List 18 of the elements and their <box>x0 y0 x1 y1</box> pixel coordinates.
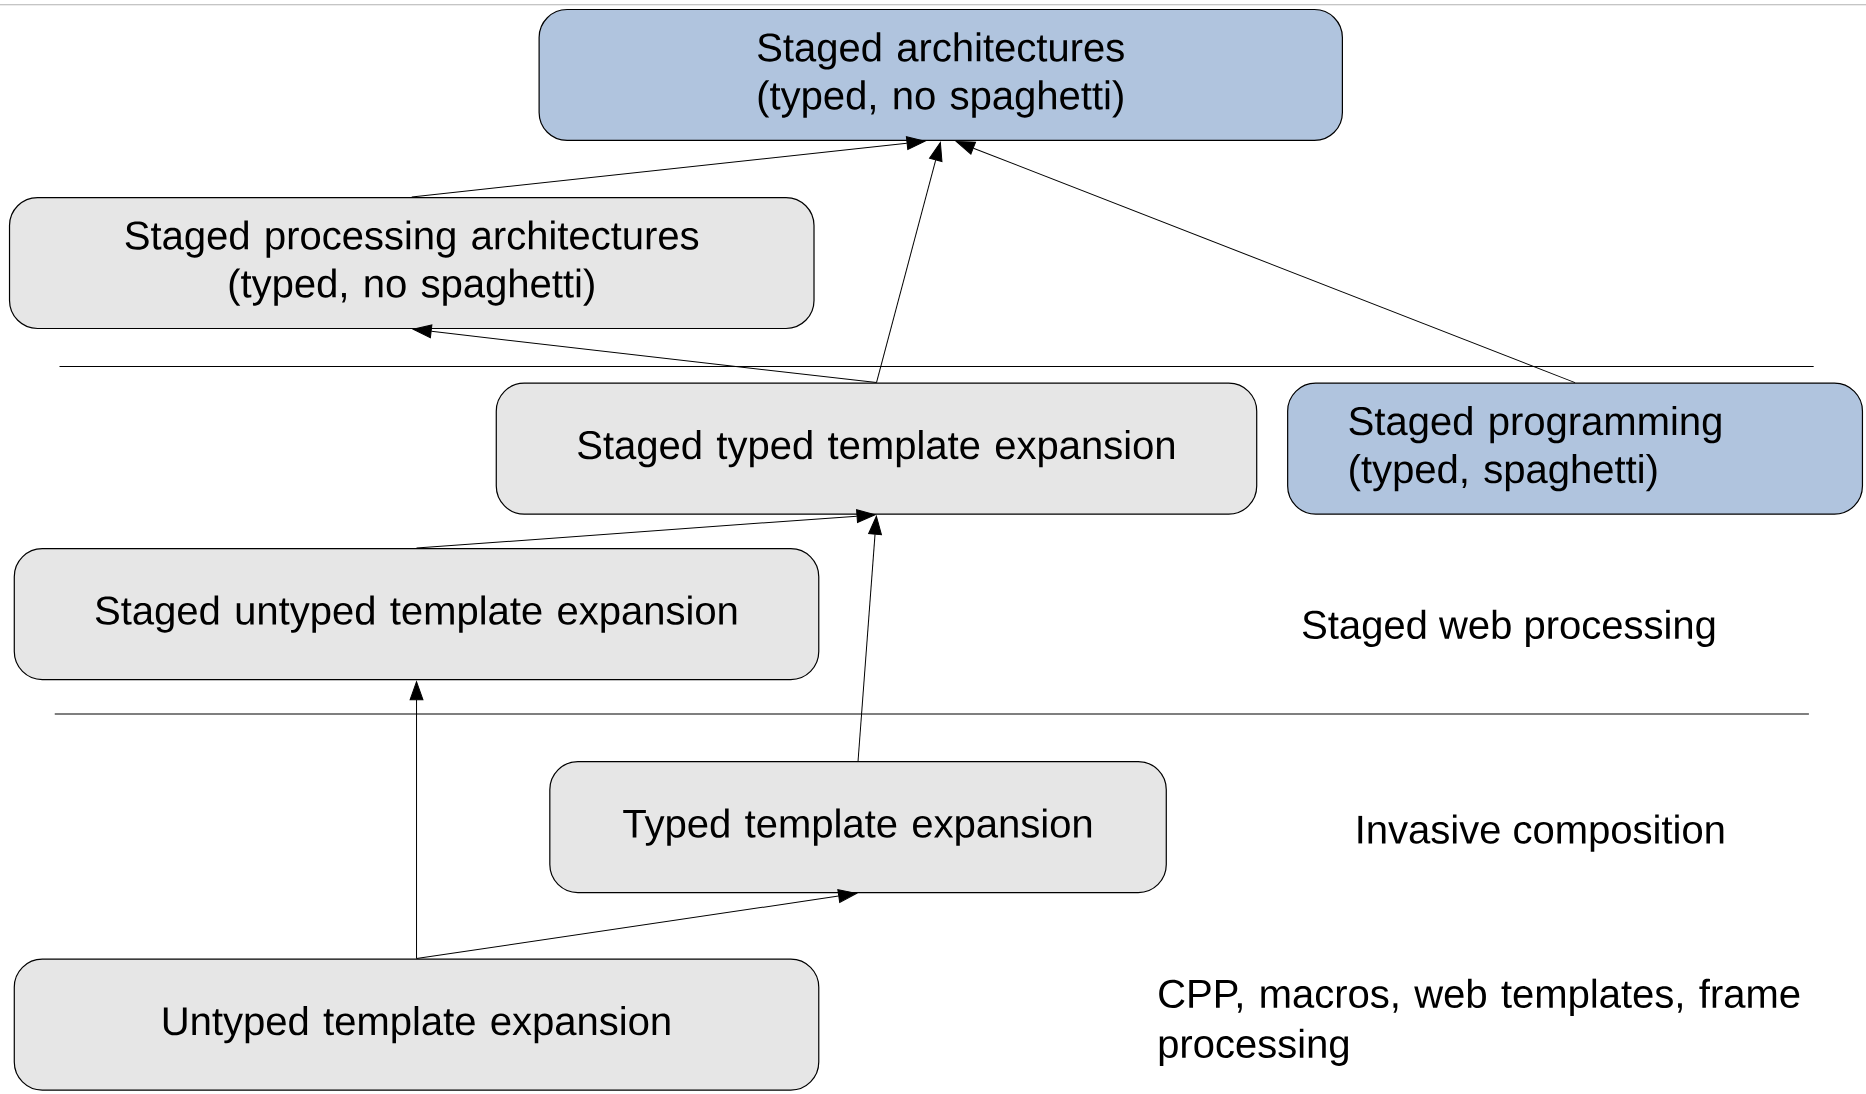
process-box: Staged untyped template expansion <box>13 548 820 681</box>
arrow <box>416 889 858 960</box>
process-box: Staged architectures (typed, no spaghetti) <box>538 9 1343 142</box>
note-text: CPP, macros, web templates, frame processing <box>1159 978 1800 1067</box>
note-text: Staged web processing <box>1302 609 1715 648</box>
arrow <box>876 142 943 384</box>
process-box: Typed template expansion <box>549 761 1167 894</box>
arrow <box>411 136 926 198</box>
process-box: Staged typed template expansion <box>495 382 1258 515</box>
process-box: Staged processing architectures (typed, no spaghetti) <box>8 197 815 330</box>
process-box: Staged programming (typed, spaghetti) <box>1287 382 1864 515</box>
arrow <box>955 141 1576 384</box>
arrow <box>857 515 882 762</box>
arrow <box>416 509 876 549</box>
arrow <box>412 324 877 384</box>
note-text: Invasive composition <box>1358 814 1724 852</box>
process-box: Untyped template expansion <box>13 958 820 1091</box>
arrow <box>409 681 424 960</box>
